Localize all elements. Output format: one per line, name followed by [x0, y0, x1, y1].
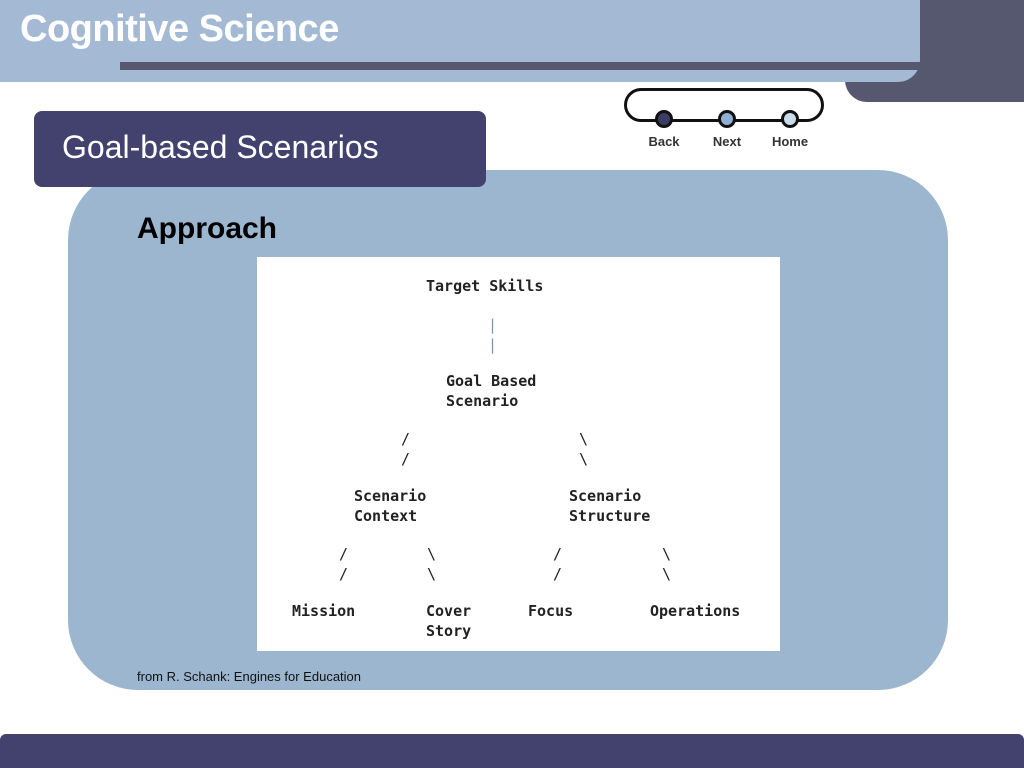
back-label: Back: [648, 134, 680, 149]
next-dot-icon: [718, 110, 736, 128]
connector-structure-left: / /: [553, 545, 563, 583]
node-operations: Operations: [650, 602, 741, 620]
connector-structure-right: \ \: [662, 545, 672, 583]
node-cover-story: Cover Story: [426, 602, 472, 640]
connector-context-right: \ \: [427, 545, 437, 583]
connector-left-upper: / /: [401, 430, 411, 468]
home-label: Home: [771, 134, 809, 149]
node-focus: Focus: [528, 602, 574, 620]
footer-bar: [0, 734, 1024, 768]
navigation-control: Back Next Home: [622, 86, 828, 156]
section-tab: Goal-based Scenarios: [34, 111, 486, 187]
node-scenario-context: Scenario Context: [354, 487, 427, 525]
site-title: Cognitive Science: [20, 8, 339, 50]
node-mission: Mission: [292, 602, 356, 620]
node-scenario-structure: Scenario Structure: [569, 487, 651, 525]
connector-vertical: | |: [488, 316, 498, 354]
home-button[interactable]: Home: [760, 110, 820, 149]
connector-right-upper: \ \: [579, 430, 589, 468]
next-label: Next: [712, 134, 742, 149]
back-button[interactable]: Back: [634, 110, 694, 149]
section-title: Goal-based Scenarios: [62, 129, 379, 165]
back-dot-icon: [655, 110, 673, 128]
node-goal-based-scenario: Goal Based Scenario: [446, 372, 537, 410]
scenario-tree-diagram: Target Skills | | Goal Based Scenario / …: [257, 257, 780, 651]
connector-context-left: / /: [339, 545, 349, 583]
header-shadow-stripe: [120, 62, 920, 70]
next-button[interactable]: Next: [697, 110, 757, 149]
home-dot-icon: [781, 110, 799, 128]
content-heading: Approach: [137, 212, 278, 245]
node-target-skills: Target Skills: [426, 277, 544, 295]
source-citation: from R. Schank: Engines for Education: [137, 669, 362, 684]
